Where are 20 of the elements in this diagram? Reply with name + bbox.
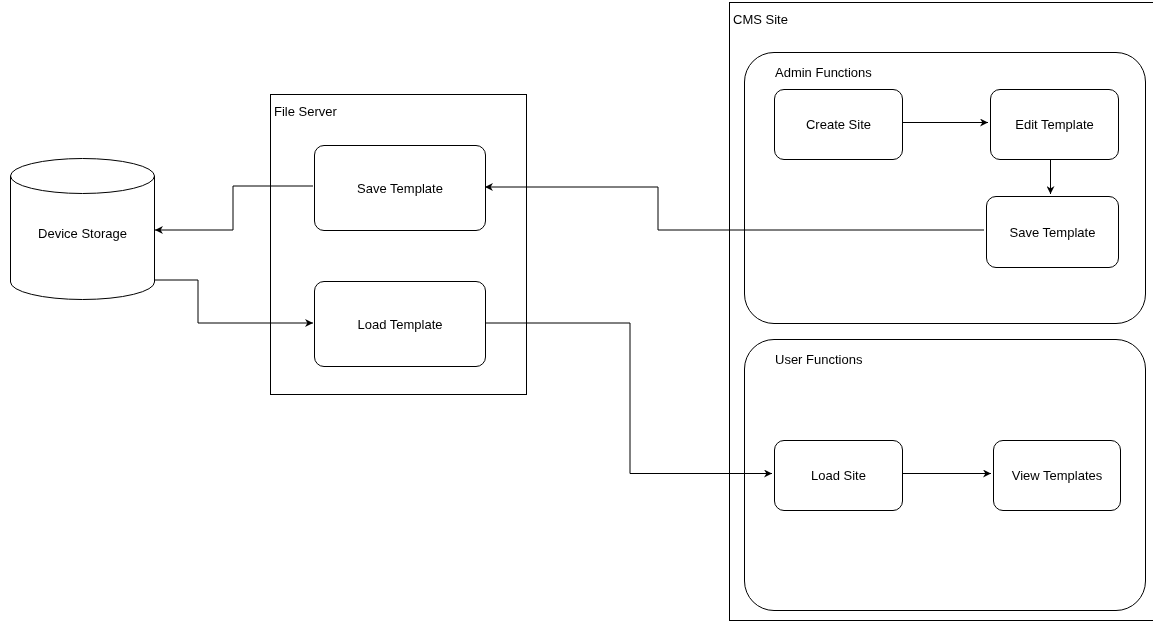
group-container <box>729 2 1153 621</box>
group-container <box>744 339 1146 611</box>
arrow <box>484 183 985 231</box>
arrow <box>154 185 314 234</box>
node-label: Device Storage <box>38 225 127 241</box>
arrow <box>484 322 773 478</box>
container-title: Admin Functions <box>775 65 872 80</box>
process-box: Save Template <box>986 196 1119 268</box>
process-box: View Templates <box>993 440 1121 511</box>
container-title: User Functions <box>775 352 863 367</box>
process-box: Load Template <box>314 281 486 367</box>
process-box: Edit Template <box>990 89 1119 160</box>
arrow <box>154 279 314 327</box>
process-box: Load Site <box>774 440 903 511</box>
process-box: Save Template <box>314 145 486 231</box>
process-box: Create Site <box>774 89 903 160</box>
group-container <box>270 94 527 395</box>
container-title: File Server <box>274 104 337 119</box>
container-title: CMS Site <box>733 12 788 27</box>
group-container <box>744 52 1146 324</box>
